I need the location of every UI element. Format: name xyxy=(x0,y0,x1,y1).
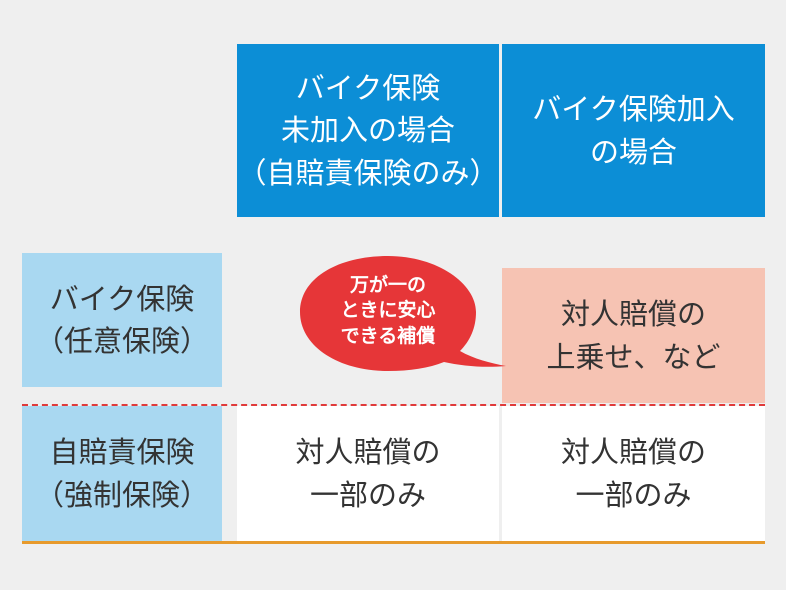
row-label-compulsory-text: 自賠責保険 （強制保険） xyxy=(34,435,209,512)
header-uninsured: バイク保険 未加入の場合 （自賠責保険のみ） xyxy=(237,44,499,217)
cell-voluntary-insured: 対人賠償の 上乗せ、など xyxy=(502,268,765,403)
callout-bubble-shape xyxy=(300,256,506,371)
row-label-voluntary-text: バイク保険 （任意保険） xyxy=(34,281,209,358)
header-insured: バイク保険加入 の場合 xyxy=(502,44,765,217)
header-insured-label: バイク保険加入 の場合 xyxy=(532,92,735,169)
header-uninsured-label: バイク保険 未加入の場合 （自賠責保険のみ） xyxy=(237,71,499,190)
callout-bubble xyxy=(300,256,506,371)
callout-text: 万が一の ときに安心 できる補償 xyxy=(340,273,436,347)
cell-compulsory-uninsured-text: 対人賠償の 一部のみ xyxy=(295,435,441,512)
bottom-rule xyxy=(22,541,765,544)
dashed-divider xyxy=(22,404,765,406)
row-label-compulsory: 自賠責保険 （強制保険） xyxy=(22,406,222,541)
cell-voluntary-insured-text: 対人賠償の 上乗せ、など xyxy=(546,297,721,374)
cell-compulsory-insured: 対人賠償の 一部のみ xyxy=(502,406,765,541)
cell-compulsory-uninsured: 対人賠償の 一部のみ xyxy=(237,406,499,541)
row-label-voluntary: バイク保険 （任意保険） xyxy=(22,253,222,387)
cell-compulsory-insured-text: 対人賠償の 一部のみ xyxy=(560,435,706,512)
